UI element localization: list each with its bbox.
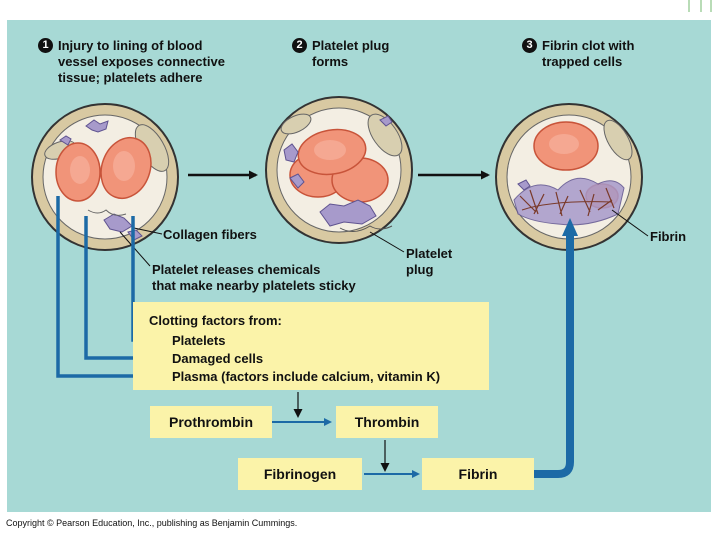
clotting-factors-title: Clotting factors from: (149, 313, 282, 328)
step-3-line-1: Fibrin clot with (542, 38, 635, 53)
fibrin-label: Fibrin (650, 229, 687, 244)
step-1-line-1: Injury to lining of blood (58, 38, 203, 53)
vessel-clot (495, 103, 643, 251)
clotting-item-plasma: Plasma (factors include calcium, vitamin… (172, 369, 441, 384)
step-3-caption: 3 Fibrin clot with trapped cells (522, 38, 634, 70)
step-number: 3 (522, 38, 537, 53)
step-1-line-2: vessel exposes connective (58, 54, 225, 69)
step-1-caption: 1 Injury to lining of blood vessel expos… (38, 38, 225, 86)
clotting-item-platelets: Platelets (172, 333, 226, 348)
arrow-plasma (56, 196, 162, 380)
corner-decoration (686, 0, 714, 12)
thrombin-box: Thrombin (336, 406, 438, 438)
step-1-line-3: tissue; platelets adhere (58, 70, 203, 85)
step-number: 2 (292, 38, 307, 53)
vessel-plug (265, 96, 413, 244)
copyright-text: Copyright © Pearson Education, Inc., pub… (6, 518, 298, 528)
clotting-item-damaged-cells: Damaged cells (172, 351, 264, 366)
vessel-injury (31, 103, 179, 251)
step-3-line-2: trapped cells (542, 54, 623, 69)
step-number: 1 (38, 38, 53, 53)
prothrombin-box: Prothrombin (150, 406, 272, 438)
step-2-line-2: forms (312, 54, 349, 69)
step-2-caption: 2 Platelet plug forms (292, 38, 389, 70)
fibrinogen-box: Fibrinogen (238, 458, 362, 490)
collagen-label: Collagen fibers (163, 227, 257, 242)
releases-label: Platelet releases chemicals that make ne… (152, 262, 356, 293)
step-2-line-1: Platelet plug (312, 38, 390, 53)
platelet-plug-label: Platelet plug (406, 246, 453, 277)
arrow-fibrin-to-clot (534, 232, 574, 478)
clotting-factors-box (133, 302, 489, 390)
fibrin-box: Fibrin (422, 458, 534, 490)
